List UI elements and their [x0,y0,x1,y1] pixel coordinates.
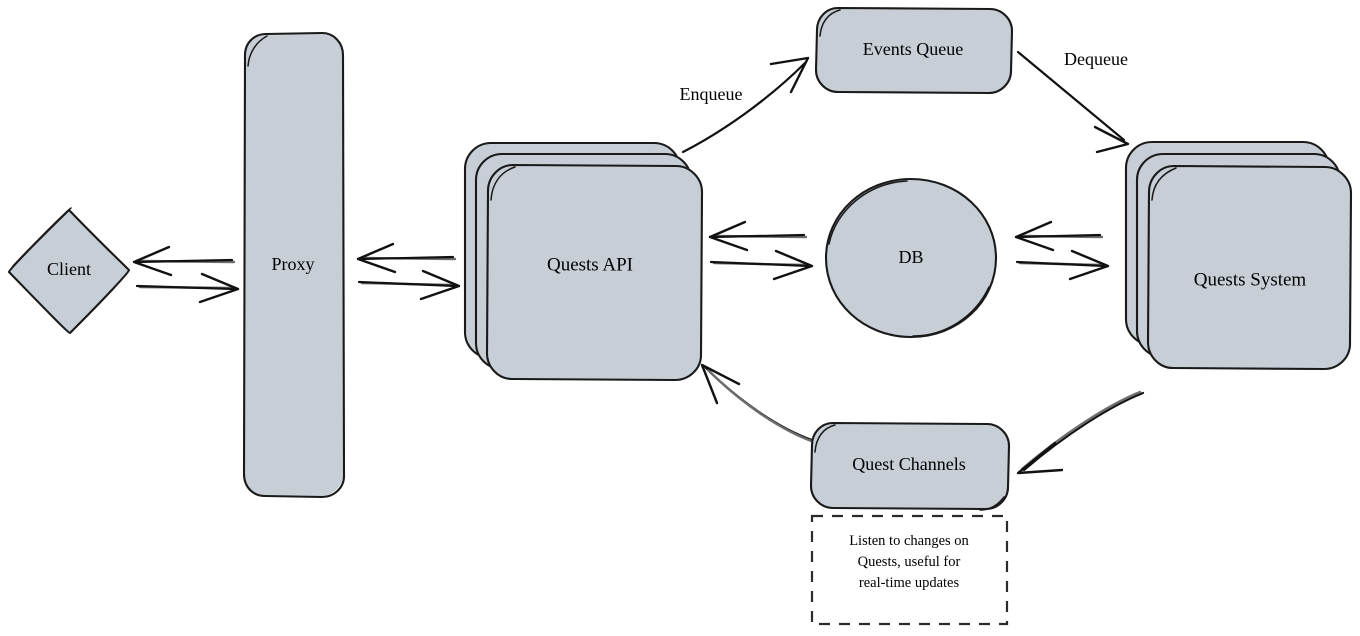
edge-enqueue: Enqueue [680,56,810,154]
proxy-shape-fill [244,34,343,496]
node-quest-channels[interactable]: Quest Channels [809,421,1011,511]
quest-channels-note: Listen to changes on Quests, useful for … [810,514,1009,626]
node-client[interactable]: Client [7,207,131,335]
edge-label-dequeue: Dequeue [1064,49,1128,69]
quest-channels-shape-fill [811,423,1009,509]
edge-label-enqueue: Enqueue [680,84,743,104]
events-queue-label: Events Queue [863,39,963,59]
proxy-shape-sketch-stroke [247,35,268,67]
node-quests-api[interactable]: Quests API [463,141,704,382]
db-shape-outline [824,177,998,339]
edge-client-proxy [132,245,240,304]
events-queue-shape-fill [816,8,1012,93]
proxy-shape-outline [242,31,346,499]
node-db[interactable]: DB [824,177,998,339]
note-line-2: Quests, useful for [858,554,961,570]
edge-dequeue: Dequeue [1016,49,1130,154]
edge-quest-channels-quests-api [700,363,816,444]
edge-quests-api-db [708,220,814,281]
client-shape-sketch-stroke [12,207,72,267]
node-quests-system[interactable]: Quests System [1124,140,1353,371]
quests-api-stack-layer-1 [485,163,704,382]
quests-api-label: Quests API [547,254,633,275]
quest-channels-label: Quest Channels [852,454,965,474]
edge-proxy-quests-api [356,242,461,301]
note-dashed-border [810,514,1009,626]
client-label: Client [47,259,91,279]
db-label: DB [898,247,923,267]
proxy-label: Proxy [271,254,314,274]
node-proxy[interactable]: Proxy [242,31,346,499]
note-line-3: real-time updates [859,575,960,591]
events-queue-shape-outline [814,6,1014,95]
edge-db-quests-system [1014,220,1110,281]
quests-system-stack-layer-1 [1146,164,1353,371]
db-shape-fill [826,179,996,337]
note-line-1: Listen to changes on [849,533,969,549]
quests-system-label: Quests System [1194,269,1307,290]
node-events-queue[interactable]: Events Queue [814,6,1014,95]
edge-quests-system-quest-channels [1016,390,1145,475]
